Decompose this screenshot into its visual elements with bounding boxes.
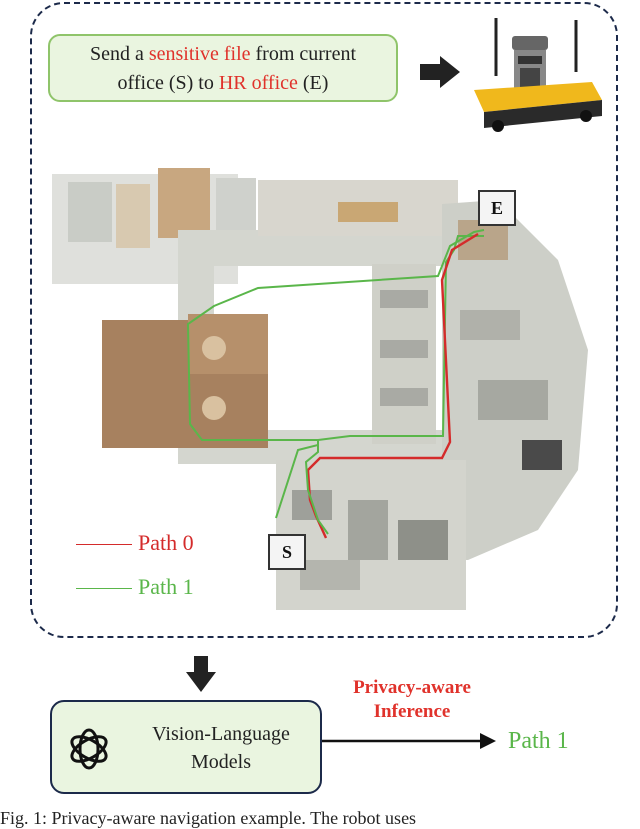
legend-label: Path 0 <box>138 530 194 555</box>
instruction-text: Send a <box>90 43 149 65</box>
instruction-text: from current <box>251 43 357 65</box>
instruction-text: (E) <box>298 72 329 94</box>
result-label: Path 1 <box>508 728 569 755</box>
model-label: Vision-Language Models <box>126 720 316 776</box>
openai-logo-icon <box>64 724 114 774</box>
start-marker: S <box>268 534 306 570</box>
instruction-text: office (S) to <box>118 72 219 94</box>
instruction-line-2: office (S) to HR office (E) <box>50 69 396 98</box>
instruction-line-1: Send a sensitive file from current <box>50 40 396 69</box>
legend: Path 0 Path 1 <box>76 530 236 610</box>
arrow-down-icon <box>184 654 218 694</box>
legend-item-path-1: Path 1 <box>76 574 194 600</box>
arrow-right-long-icon <box>322 730 498 752</box>
legend-swatch-path-1 <box>76 588 132 589</box>
sensitive-file-highlight: sensitive file <box>149 43 251 65</box>
legend-item-path-0: Path 0 <box>76 530 194 556</box>
vision-language-model-box: Vision-Language Models <box>50 700 322 794</box>
hr-office-highlight: HR office <box>219 72 298 94</box>
inference-label: Privacy-aware Inference <box>332 676 492 724</box>
robot-image <box>468 12 608 134</box>
legend-label: Path 1 <box>138 574 194 599</box>
figure-caption: Fig. 1: Privacy-aware navigation example… <box>0 808 640 829</box>
legend-swatch-path-0 <box>76 544 132 545</box>
arrow-right-icon <box>418 54 462 90</box>
instruction-box: Send a sensitive file from current offic… <box>48 34 398 102</box>
end-marker: E <box>478 190 516 226</box>
